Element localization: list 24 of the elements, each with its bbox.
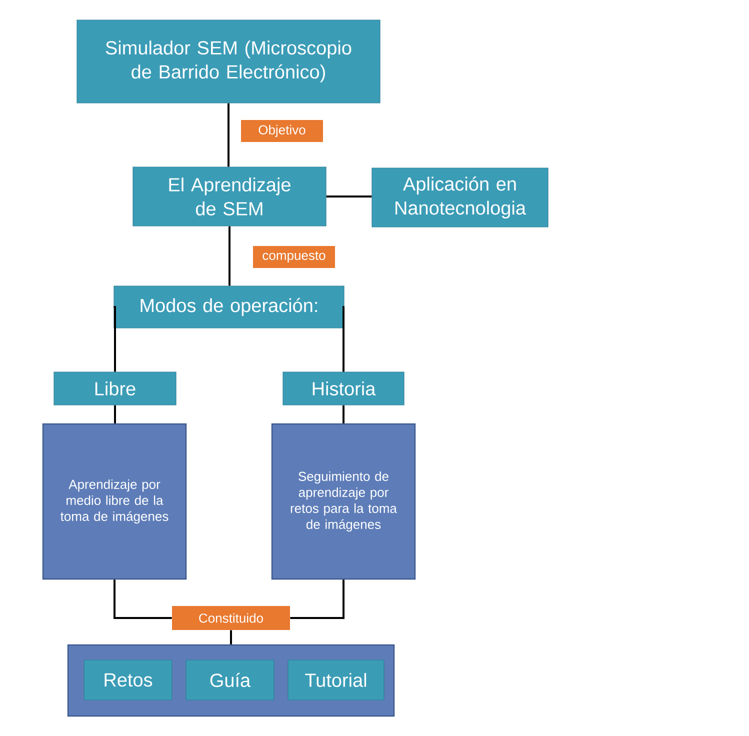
connector-line xyxy=(342,306,345,372)
connector-line xyxy=(342,405,344,424)
item-box: Guía xyxy=(186,660,274,700)
process-box: Aplicación en Nanotecnologia xyxy=(372,168,548,228)
connector-line xyxy=(290,580,344,619)
edge-label: compuesto xyxy=(253,246,335,268)
description-box: Aprendizaje por medio libre de la toma de imágenes xyxy=(42,423,187,580)
item-box: Tutorial xyxy=(288,660,384,700)
process-box: El Aprendizaje de SEM xyxy=(132,166,326,226)
connector-line xyxy=(228,226,230,286)
item-box: Retos xyxy=(84,660,172,700)
connector-line xyxy=(114,306,116,372)
connector-line xyxy=(228,103,230,167)
connector-label: Constituido xyxy=(172,606,290,630)
connector-line xyxy=(326,196,372,198)
connector-line xyxy=(230,630,232,644)
connector-line xyxy=(114,405,116,424)
connector-line xyxy=(114,580,172,619)
description-box: Seguimiento de aprendizaje por retos para la toma de imágenes xyxy=(271,423,416,580)
edge-label: Objetivo xyxy=(241,120,323,142)
process-box: Historia xyxy=(282,372,404,406)
process-box: Modos de operación: xyxy=(114,286,344,328)
process-box: Libre xyxy=(54,372,176,406)
process-box: Simulador SEM (Microscopio de Barrido Electrónico) xyxy=(76,20,380,104)
